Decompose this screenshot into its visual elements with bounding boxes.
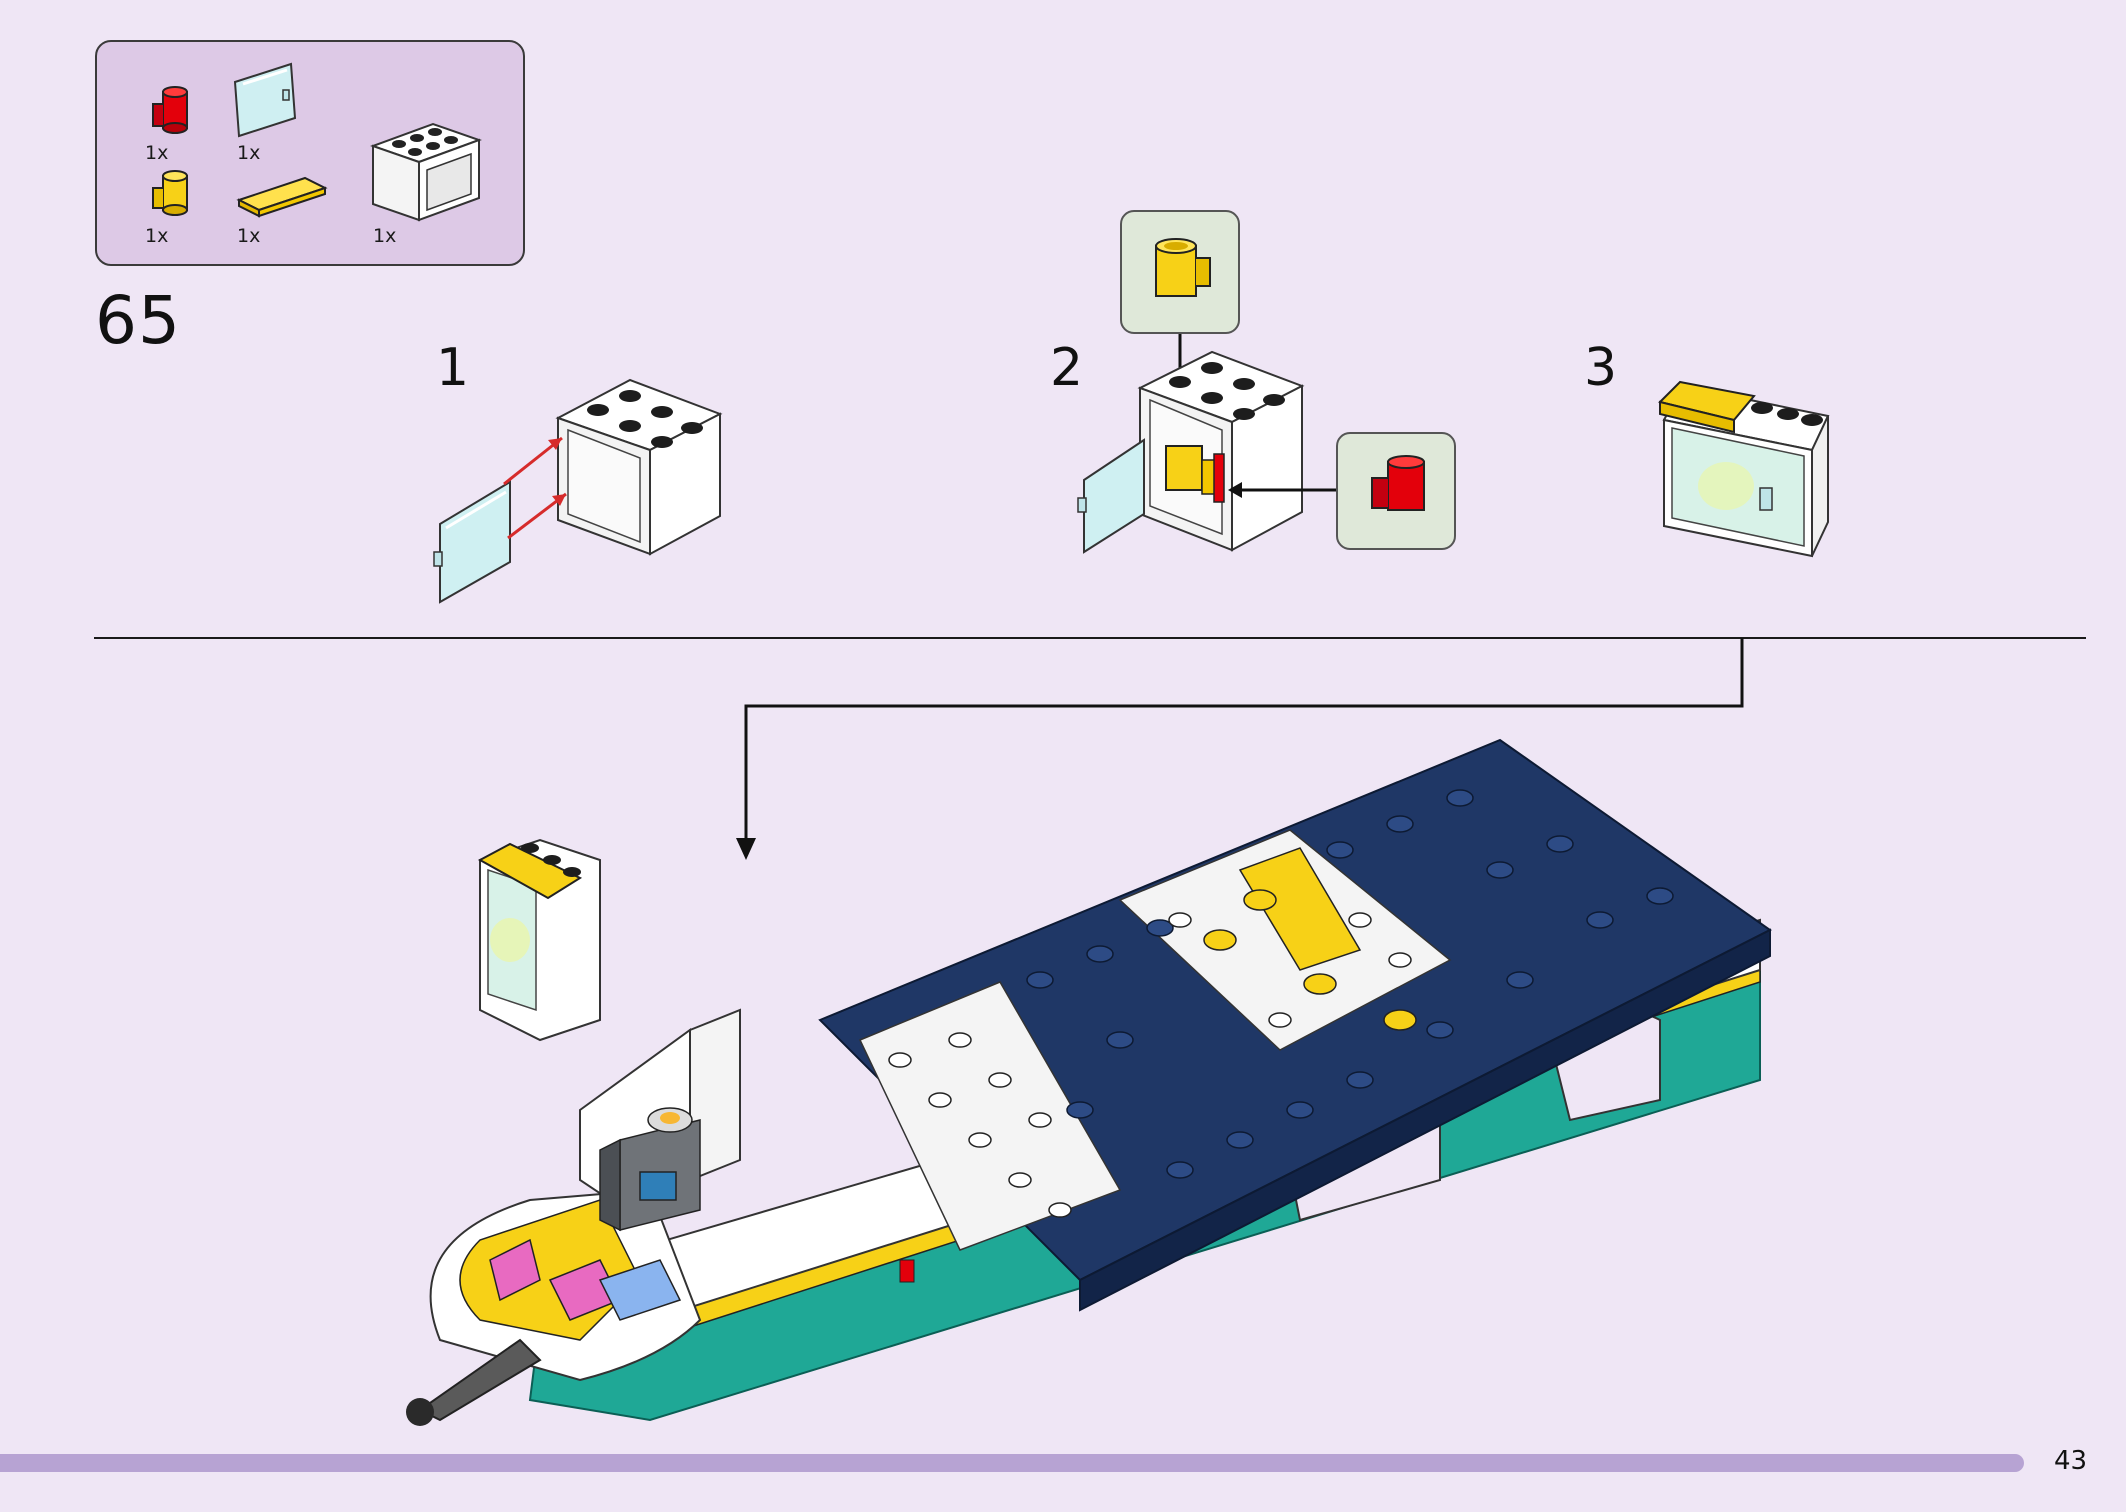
white-cupboard-icon xyxy=(370,122,482,222)
yellow-cup-icon xyxy=(1155,238,1211,297)
yellow-cup-callout xyxy=(1120,210,1240,334)
yellow-tile-icon xyxy=(236,176,328,218)
yellow-cup-qty: 1x xyxy=(145,225,169,247)
substep-1-illustration xyxy=(433,378,723,604)
page-number: 43 xyxy=(2054,1446,2088,1476)
red-cup-icon xyxy=(1371,455,1425,511)
substep-2-number: 2 xyxy=(1050,338,1084,398)
yellow-cup-icon xyxy=(152,170,188,216)
white-cupboard-qty: 1x xyxy=(373,225,397,247)
substep-3-illustration xyxy=(1658,380,1830,558)
parts-list-box: 1x 1x 1x 1x 1x xyxy=(95,40,525,266)
red-cup-callout xyxy=(1336,432,1456,550)
red-cup-qty: 1x xyxy=(145,142,169,164)
section-divider xyxy=(94,637,2086,639)
yellow-tile-qty: 1x xyxy=(237,225,261,247)
substep-1-number: 1 xyxy=(436,338,470,398)
transparent-door-icon xyxy=(233,62,297,138)
substep-2-illustration xyxy=(1077,334,1336,554)
red-cup-icon xyxy=(152,86,188,134)
step-number: 65 xyxy=(95,282,181,359)
connector-arrow xyxy=(736,638,1744,860)
main-model-illustration xyxy=(406,738,1772,1426)
substep-3-number: 3 xyxy=(1584,338,1618,398)
footer-progress-bar xyxy=(0,1454,2024,1472)
transparent-door-qty: 1x xyxy=(237,142,261,164)
